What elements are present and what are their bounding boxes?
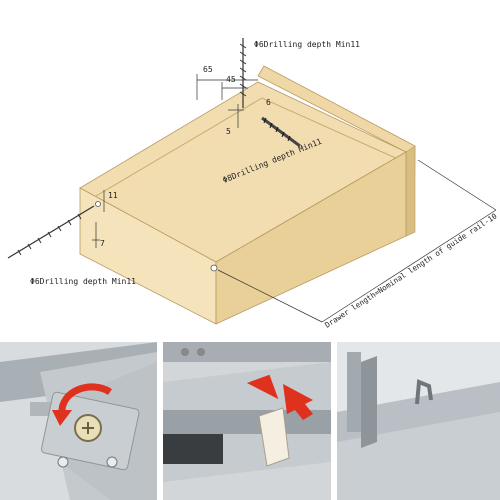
- top-drill-bit-icon: [239, 38, 247, 108]
- push-arrow-icon: [246, 374, 313, 420]
- dim-65-label: 65: [203, 65, 213, 74]
- rotate-arrow-icon: [58, 383, 112, 415]
- rail-mount-hole: [210, 264, 218, 272]
- drawer-back-panel-side: [405, 145, 416, 237]
- rail-release-clip-photo: [163, 342, 331, 500]
- dim-45-label: 45: [226, 75, 236, 84]
- front-pilot-hole: [95, 201, 101, 207]
- release-clip-icon: [258, 407, 290, 467]
- drawer-inner-edge: [95, 97, 401, 197]
- dim-6-label: 6: [266, 98, 271, 107]
- side-drill-label: Φ6Drilling depth Min11: [30, 277, 136, 286]
- length-dimension-line: [217, 159, 497, 323]
- drawer-side-face: [215, 151, 407, 325]
- dim-7-label: 7: [100, 239, 105, 248]
- top-dimension-lines: [196, 74, 258, 128]
- back-drill-bit-icon: [261, 116, 301, 148]
- rear-hook-icon: [415, 379, 433, 405]
- dim-5-label: 5: [226, 127, 231, 136]
- rail-screw-mount-photo: [0, 342, 157, 500]
- dim-11-label: 11: [108, 191, 118, 200]
- front-dimension-lines: [92, 190, 105, 248]
- top-drill-label: Φ6Drilling depth Min11: [254, 40, 360, 49]
- drawer-installation-diagram: 65 45 6 5 11 7 Φ6Drilling depth Min11 Φ6…: [7, 38, 499, 330]
- rail-rear-hook-photo: [337, 342, 500, 500]
- side-drill-bit-icon: [7, 205, 95, 259]
